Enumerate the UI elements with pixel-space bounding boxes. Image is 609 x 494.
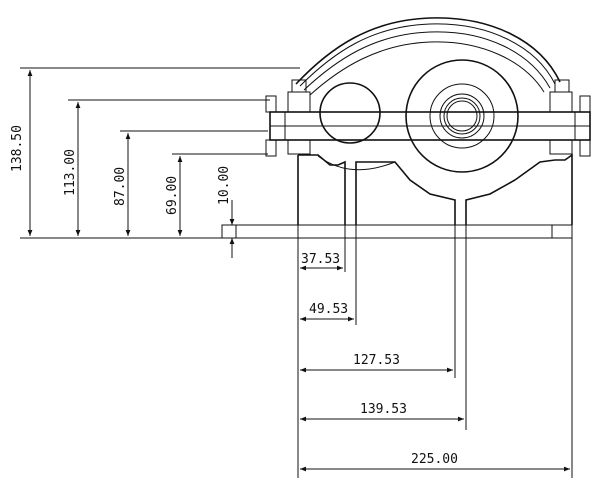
dim-label-h3: 127.53 [353, 353, 400, 368]
dim-label-v1: 138.50 [10, 125, 25, 172]
bolt-right-top [554, 79, 570, 93]
dim-label-h1: 37.53 [301, 252, 340, 267]
dim-label-v5: 10.00 [217, 166, 232, 205]
dim-label-h4: 139.53 [360, 402, 407, 417]
small-bearing [319, 82, 381, 144]
dim-label-h5: 225.00 [411, 452, 458, 467]
dim-label-v3: 87.00 [113, 167, 128, 206]
horizontal-dimensions: 37.53 49.53 127.53 139.53 225.00 [297, 160, 573, 478]
vertical-dimensions: 138.50 113.00 87.00 69.00 10.00 [10, 67, 300, 258]
bolt-left-bottom [287, 139, 311, 155]
gearbox-part [221, 17, 591, 239]
base-plate [221, 224, 573, 239]
large-bearing-housing [405, 59, 519, 173]
dim-label-v2: 113.00 [63, 149, 78, 196]
cover-hood [295, 17, 561, 85]
dim-label-h2: 49.53 [309, 302, 348, 317]
dim-label-v4: 69.00 [165, 176, 180, 215]
bolt-right-bottom [549, 139, 573, 155]
